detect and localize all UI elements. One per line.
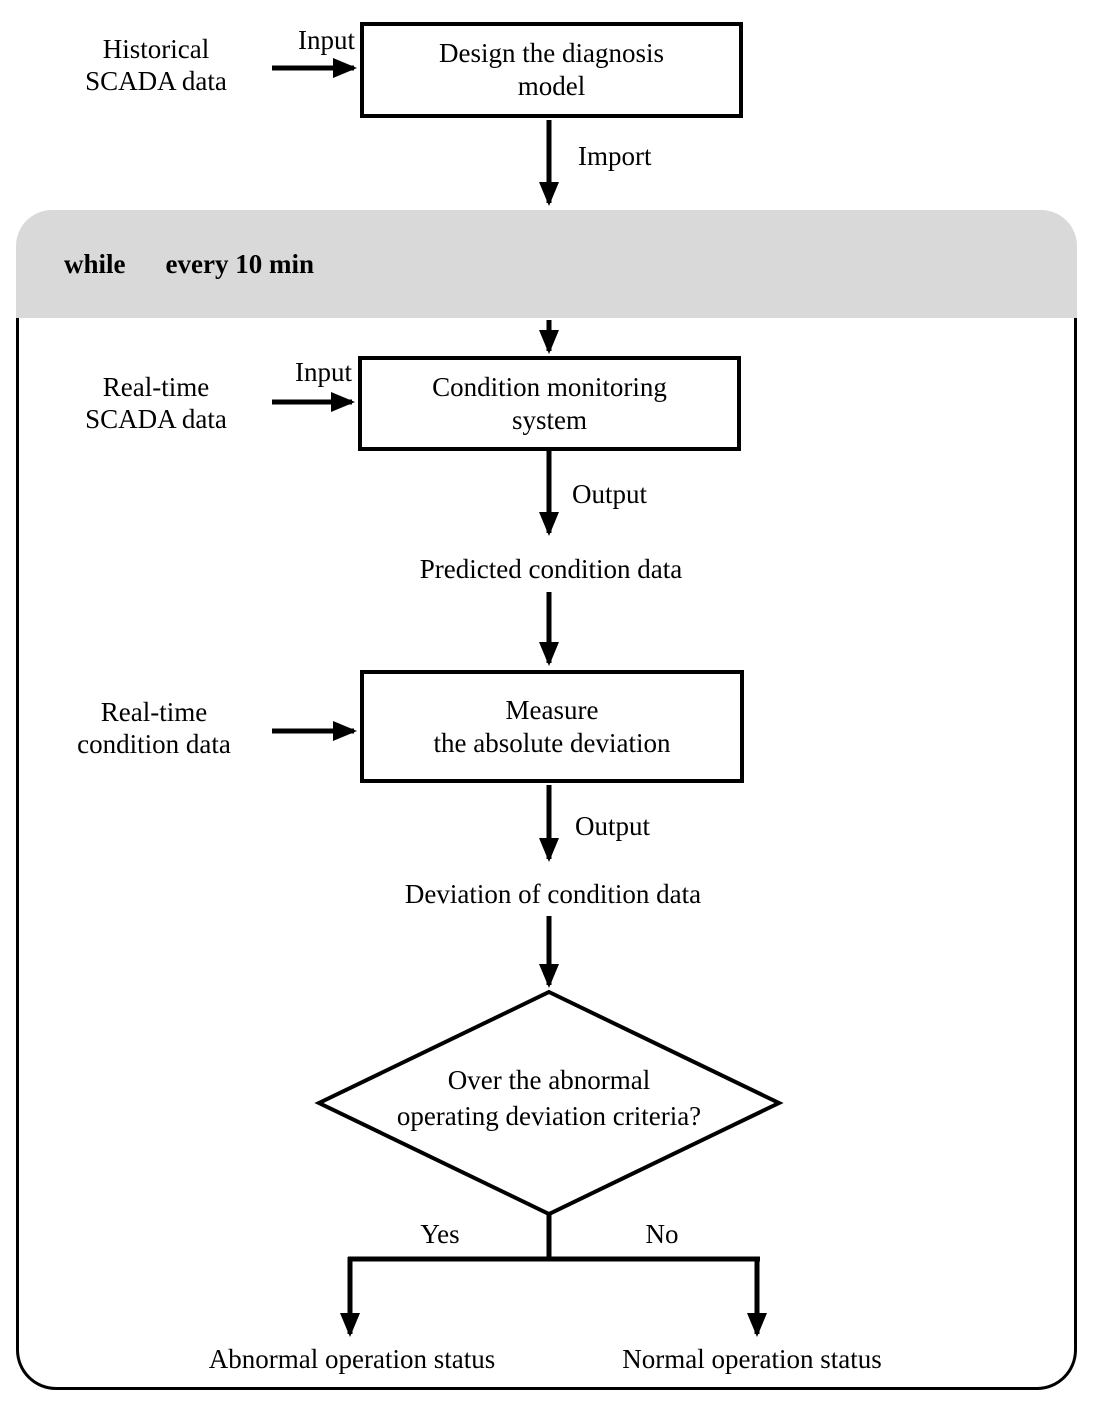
process-box-design-model: Design the diagnosis model: [360, 22, 743, 118]
loop-header: while every 10 min: [16, 210, 1077, 318]
arrow-label-output-monitoring: Output: [572, 479, 648, 509]
label-historical-scada-data: Historical SCADA data: [85, 34, 227, 96]
decision-diamond-text: Over the abnormal operating deviation cr…: [396, 1065, 702, 1131]
process-box-condition-monitoring: Condition monitoring system: [358, 356, 741, 451]
arrow-label-input-loop: Input: [295, 357, 352, 387]
process-box-measure-deviation: Measure the absolute deviation: [360, 670, 744, 783]
branch-label-no: No: [645, 1219, 679, 1249]
result-label-normal-status: Normal operation status: [622, 1344, 882, 1374]
loop-condition: every 10 min: [165, 248, 314, 279]
loop-container-border: [16, 318, 1077, 1390]
label-realtime-condition-data: Real-time condition data: [77, 697, 231, 759]
loop-keyword: while: [64, 248, 126, 279]
label-realtime-scada-data: Real-time SCADA data: [85, 372, 227, 434]
label-deviation-of-condition-data: Deviation of condition data: [404, 879, 702, 909]
label-predicted-condition-data: Predicted condition data: [419, 554, 683, 584]
arrow-label-input-top: Input: [298, 25, 355, 55]
arrow-label-output-measure: Output: [575, 811, 651, 841]
branch-label-yes: Yes: [420, 1219, 460, 1249]
arrow-label-import: Import: [578, 141, 652, 171]
result-label-abnormal-status: Abnormal operation status: [208, 1344, 496, 1374]
